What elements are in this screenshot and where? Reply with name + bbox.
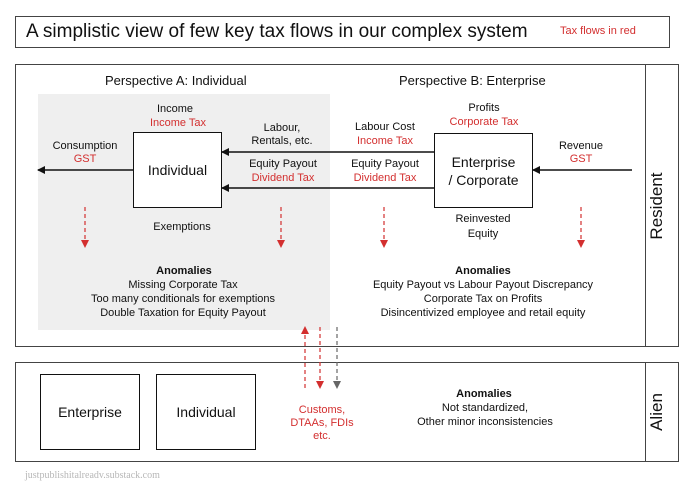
income-tax-top-label: Income Tax [149, 117, 207, 129]
profits-label: Profits [468, 102, 500, 114]
revenue-label: Revenue [558, 140, 604, 152]
equity-payout-mid-label: Equity Payout [351, 158, 419, 170]
alien-region [15, 362, 679, 462]
alien-label: Alien [647, 393, 666, 431]
resident-divider [645, 64, 646, 347]
exemptions-label: Exemptions [153, 221, 211, 233]
equity-payout-left-label: Equity Payout [249, 158, 317, 170]
dividend-tax-mid-label: Dividend Tax [353, 172, 417, 184]
labour-cost-label: Labour Cost [355, 121, 415, 133]
enterprise-corporate-node: Enterprise / Corporate [434, 133, 533, 208]
alien-anomalies-title: Anomalies [456, 388, 512, 400]
individual-node: Individual [133, 132, 222, 208]
source-watermark: justpublishitalreadv.substack.com [25, 470, 160, 481]
reinvested-label-line2: Equity [467, 228, 499, 240]
right-anomalies-title: Anomalies [455, 265, 511, 277]
resident-region [15, 64, 679, 347]
perspective-b-title: Perspective B: Enterprise [399, 73, 546, 88]
gst-left-label: GST [73, 153, 97, 165]
alien-enterprise-label: Enterprise [58, 404, 122, 420]
right-anomaly-item-2: Corporate Tax on Profits [423, 293, 543, 305]
legend-note: Tax flows in red [560, 25, 636, 37]
gst-right-label: GST [569, 153, 593, 165]
resident-label: Resident [647, 172, 666, 240]
alien-anomaly-item-1: Not standardized, [441, 402, 529, 414]
perspective-a-title: Perspective A: Individual [105, 73, 247, 88]
enterprise-corporate-line1: Enterprise [451, 153, 516, 170]
customs-label-line1: Customs, [298, 404, 346, 416]
income-tax-mid-label: Income Tax [356, 135, 414, 147]
alien-individual-node: Individual [156, 374, 256, 450]
alien-enterprise-node: Enterprise [40, 374, 140, 450]
labour-label-line1: Labour, [263, 122, 301, 134]
left-anomaly-item-2: Too many conditionals for exemptions [90, 293, 276, 305]
alien-individual-label: Individual [176, 404, 236, 420]
diagram-title: A simplistic view of few key tax flows i… [26, 21, 528, 42]
labour-label-line2: Rentals, etc. [251, 135, 313, 147]
left-anomaly-item-1: Missing Corporate Tax [128, 279, 238, 291]
title-box [15, 16, 670, 48]
customs-label-line2: DTAAs, FDIs [290, 417, 354, 429]
left-anomalies-title: Anomalies [156, 265, 212, 277]
enterprise-corporate-line2: / Corporate [448, 171, 519, 188]
corporate-tax-label: Corporate Tax [449, 116, 519, 128]
right-anomaly-item-1: Equity Payout vs Labour Payout Discrepan… [372, 279, 594, 291]
income-label: Income [156, 103, 194, 115]
consumption-label: Consumption [52, 140, 118, 152]
reinvested-label-line1: Reinvested [455, 213, 511, 225]
individual-node-label: Individual [147, 162, 208, 178]
alien-anomaly-item-2: Other minor inconsistencies [417, 416, 553, 428]
right-anomaly-item-3: Disincentivized employee and retail equi… [380, 307, 586, 319]
customs-label-line3: etc. [313, 430, 331, 442]
left-anomaly-item-3: Double Taxation for Equity Payout [100, 307, 266, 319]
alien-divider [645, 362, 646, 462]
dividend-tax-left-label: Dividend Tax [251, 172, 315, 184]
